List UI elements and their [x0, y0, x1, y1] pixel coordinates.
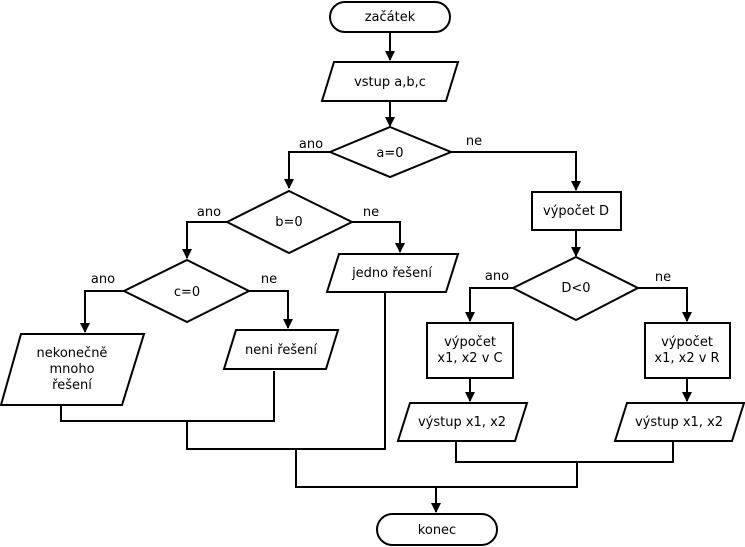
calc-complex-line2: x1, x2 v C [437, 351, 502, 366]
decision-b-label: b=0 [275, 215, 302, 230]
calc-real-process [644, 322, 731, 379]
cond-c-no-arrow [249, 290, 293, 329]
start-terminal [329, 1, 451, 33]
cond-d-no-arrow [638, 287, 692, 322]
decision-b-no-label: ne [363, 205, 379, 220]
merge-b-branch-line [186, 292, 386, 450]
end-label: konec [418, 523, 456, 538]
no-solution-label: neni řešení [245, 343, 317, 358]
decision-d-diamond [510, 255, 641, 322]
calc-complex-process [426, 322, 514, 379]
infinite-solutions-line2: mnoho [49, 362, 94, 377]
output-real-parallelogram [613, 402, 745, 442]
decision-a-label: a=0 [376, 146, 403, 161]
calc-real-line2: x1, x2 v R [654, 351, 719, 366]
cond-a-yes-arrow [284, 151, 330, 189]
decision-d-yes-label: ano [485, 269, 509, 284]
no-solution-parallelogram [222, 329, 340, 370]
calc-real-line1: výpočet [661, 335, 713, 350]
input-parallelogram [320, 61, 460, 102]
decision-c-label: c=0 [174, 285, 200, 300]
decision-b-yes-label: ano [197, 205, 221, 220]
decision-b-diamond [224, 189, 355, 255]
cond-d-yes-arrow [465, 287, 513, 322]
decision-a-diamond [327, 125, 454, 179]
decision-c-yes-label: ano [91, 272, 115, 287]
output-real-label: výstup x1, x2 [635, 415, 723, 430]
merge-all-line [295, 449, 578, 488]
connectors [60, 32, 692, 513]
calc-d-process [531, 191, 622, 231]
infinite-solutions-parallelogram [0, 333, 146, 406]
input-label: vstup a,b,c [354, 75, 426, 90]
decision-d-no-label: ne [655, 270, 671, 285]
infinite-solutions-line1: nekonečně [37, 346, 108, 361]
decision-c-diamond [121, 258, 252, 324]
decision-d-label: D<0 [561, 281, 590, 296]
decision-a-yes-label: ano [299, 137, 323, 152]
cond-b-yes-arrow [182, 221, 227, 259]
cond-b-no-arrow [352, 221, 405, 253]
one-solution-label: jedno řešení [351, 266, 432, 281]
cond-a-no-arrow [451, 151, 581, 191]
start-label: začátek [365, 10, 416, 25]
decision-c-no-label: ne [261, 272, 277, 287]
merge-d-branch-line [455, 441, 674, 463]
calc-d-label: výpočet D [543, 204, 609, 219]
calc-complex-line1: výpočet [444, 335, 496, 350]
output-complex-label: výstup x1, x2 [418, 415, 506, 430]
end-terminal [376, 513, 498, 546]
infinite-solutions-line3: řešení [52, 378, 92, 393]
output-complex-parallelogram [396, 402, 529, 442]
decision-a-no-label: ne [466, 134, 482, 149]
cond-c-yes-arrow [80, 290, 124, 333]
merge-c-branch-line [60, 371, 275, 422]
one-solution-parallelogram [325, 253, 460, 293]
